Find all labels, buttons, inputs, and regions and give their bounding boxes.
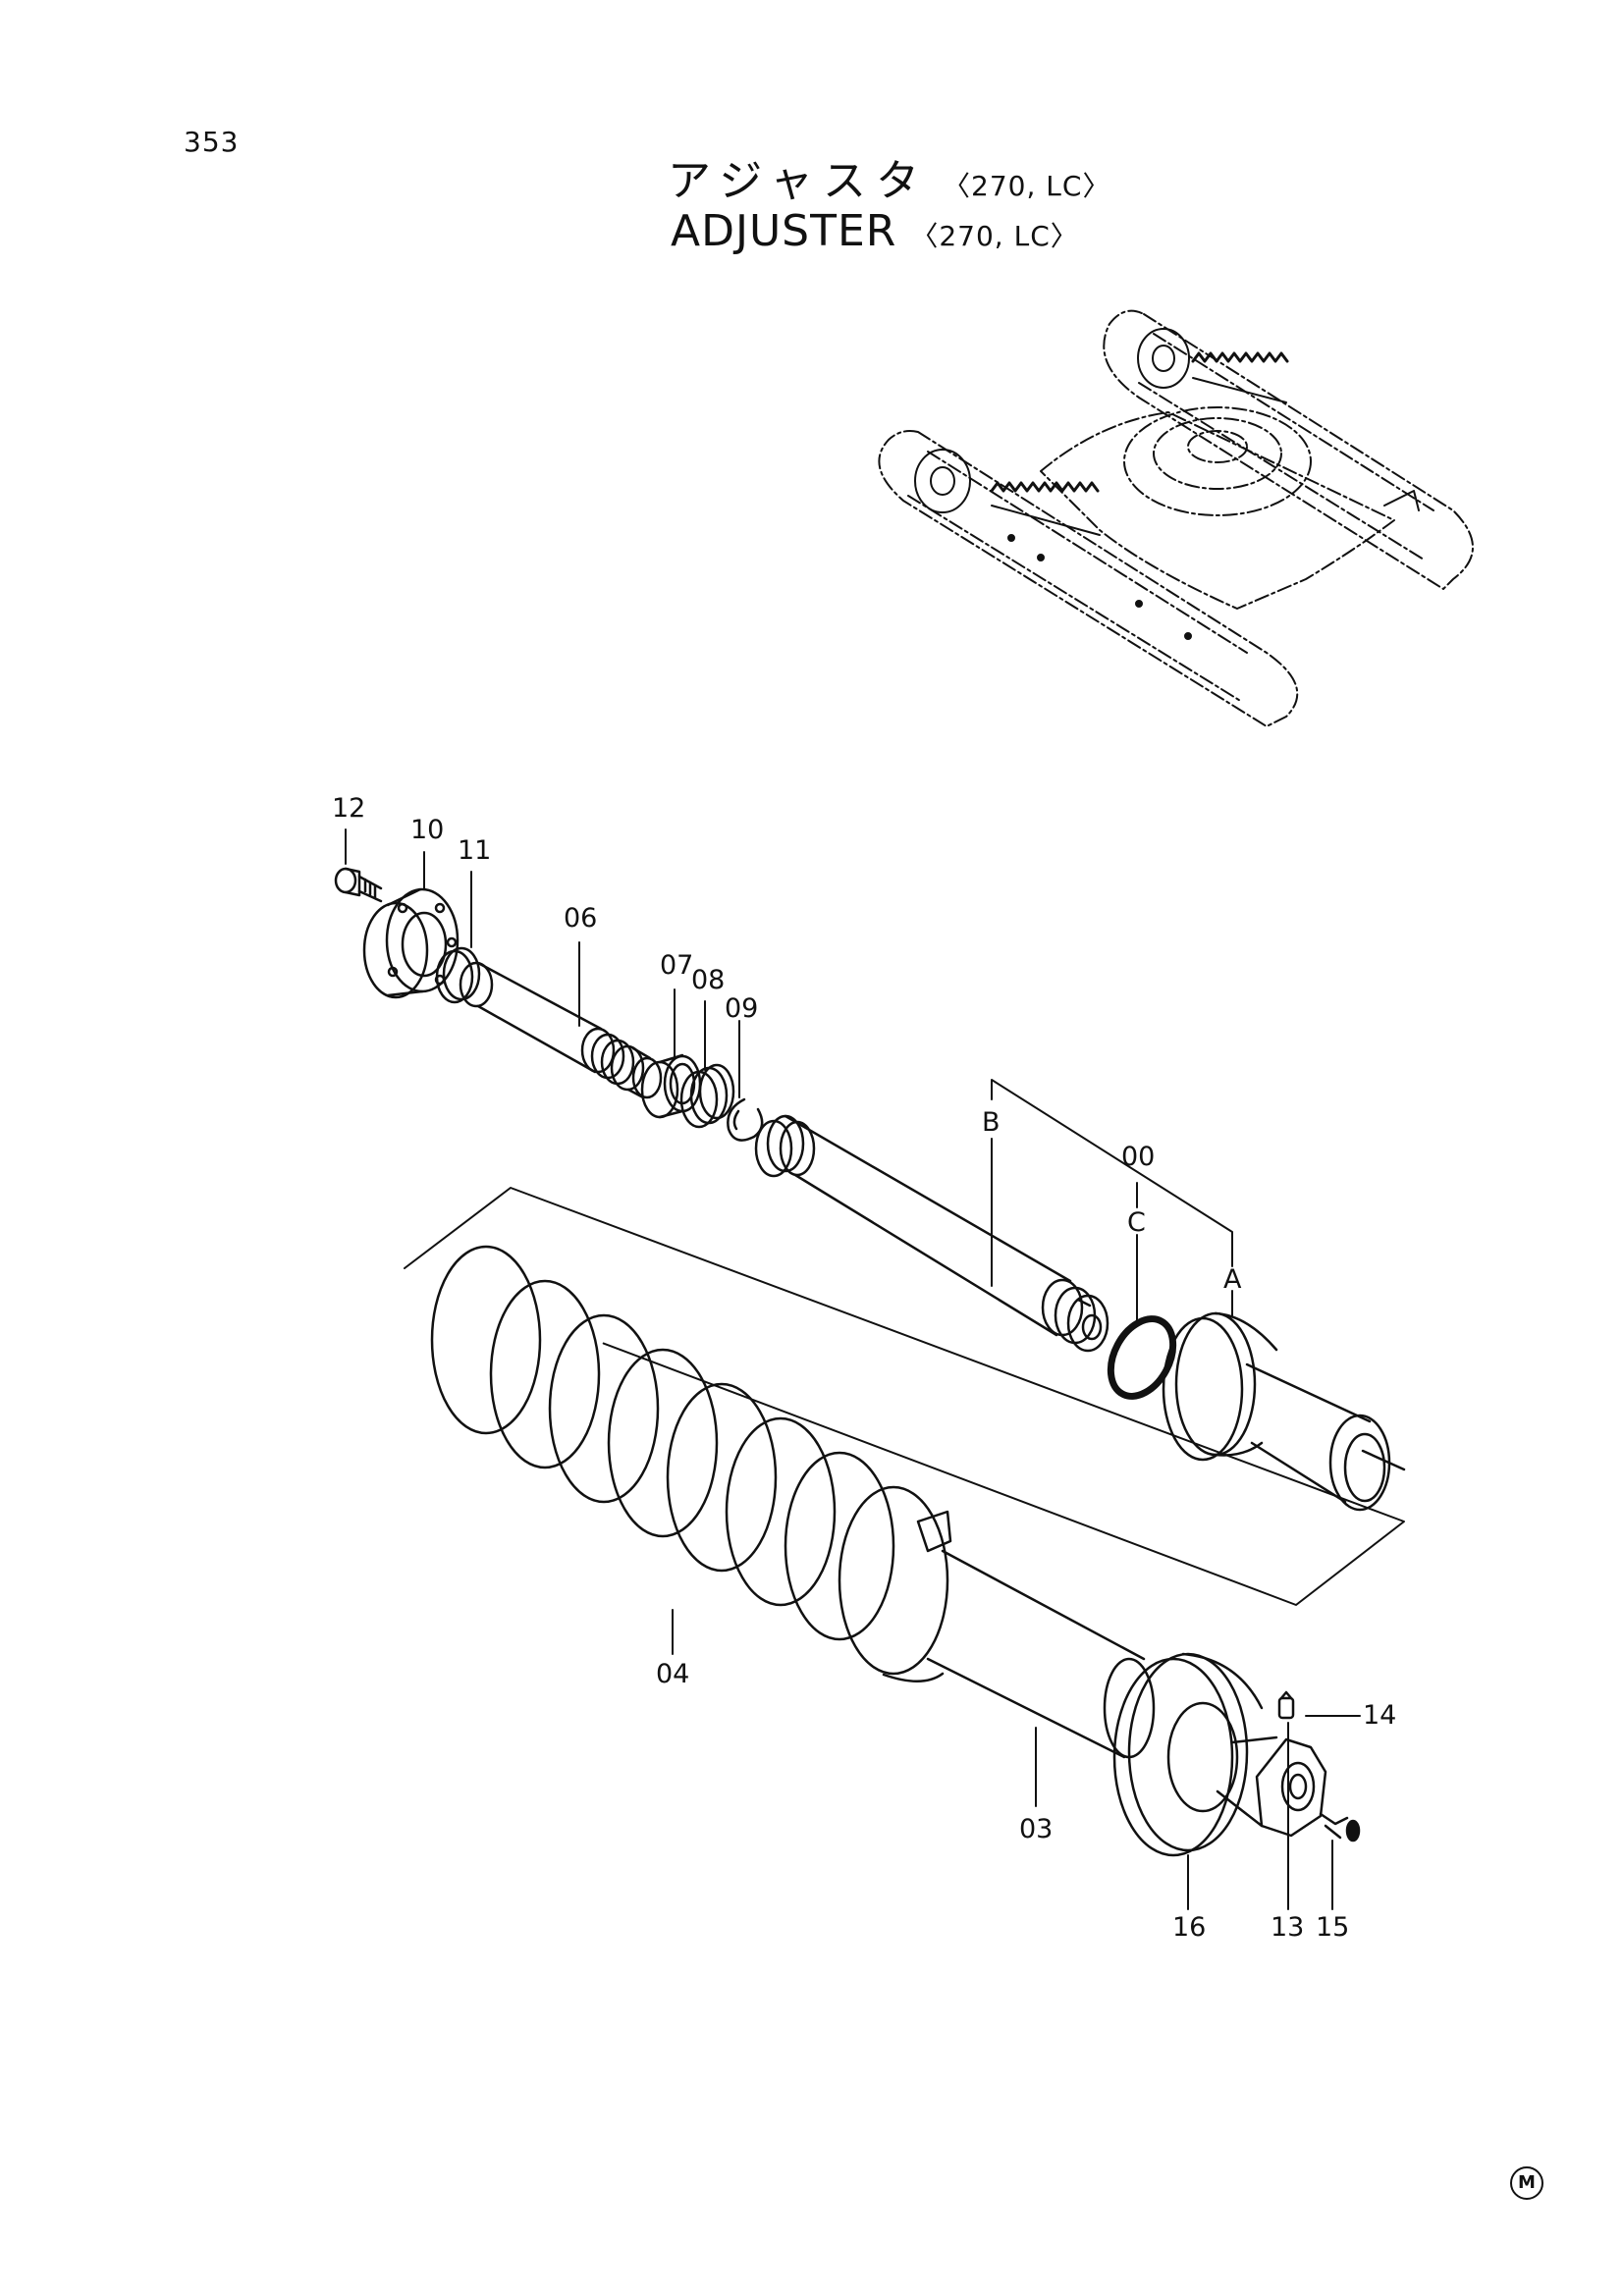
callout-09: 09 [725, 993, 759, 1024]
callout-14: 14 [1363, 1700, 1397, 1731]
callout-04: 04 [656, 1659, 690, 1689]
o-ring-icon [1107, 1315, 1177, 1400]
undercarriage-illustration [878, 309, 1474, 727]
callout-08: 08 [691, 965, 726, 995]
title-japanese: アジャスタ〈270, LC〉 [668, 145, 1110, 208]
title-variant-en: 〈270, LC〉 [910, 220, 1079, 252]
callout-15: 15 [1316, 1912, 1350, 1943]
title-english-text: ADJUSTER [671, 206, 897, 256]
title-english: ADJUSTER 〈270, LC〉 [671, 206, 1079, 256]
leader-lines [345, 828, 1361, 1910]
callout-07: 07 [660, 950, 694, 981]
spring-icon [430, 1245, 952, 1682]
cylinder-rod-icon [754, 1114, 1109, 1353]
title-variant-jp: 〈270, LC〉 [943, 170, 1111, 202]
callout-12: 12 [332, 793, 366, 824]
rod-03 [926, 1549, 1156, 1759]
spring-assembly-bracket [404, 1187, 1405, 1606]
undercarriage-rollers [914, 328, 1420, 640]
callout-11: 11 [458, 835, 492, 866]
flange-icon [362, 887, 460, 999]
callout-13: 13 [1271, 1912, 1305, 1943]
ring-08 [679, 1063, 735, 1129]
callout-16: 16 [1172, 1912, 1207, 1943]
callout-03: 03 [1019, 1814, 1054, 1844]
callout-10: 10 [410, 815, 445, 845]
ring-11 [435, 946, 481, 1004]
cylinder-icon [1162, 1311, 1406, 1512]
callout-00: 00 [1121, 1142, 1156, 1172]
grease-fitting-icon [1277, 1690, 1295, 1720]
page-number: 353 [184, 126, 240, 158]
valve-15 [1319, 1812, 1361, 1842]
piston-rod-icon [459, 961, 663, 1099]
nut-icon [1216, 1735, 1327, 1838]
bracket-16 [1112, 1652, 1264, 1857]
snap-ring-09 [727, 1097, 764, 1142]
callout-06: 06 [564, 903, 598, 934]
manufacturer-mark: M [1510, 2166, 1543, 2200]
title-japanese-text: アジャスタ [668, 156, 930, 206]
callout-B: B [982, 1107, 1001, 1138]
bolt-icon [334, 867, 383, 903]
callout-C: C [1127, 1207, 1146, 1238]
callout-A: A [1223, 1264, 1242, 1295]
